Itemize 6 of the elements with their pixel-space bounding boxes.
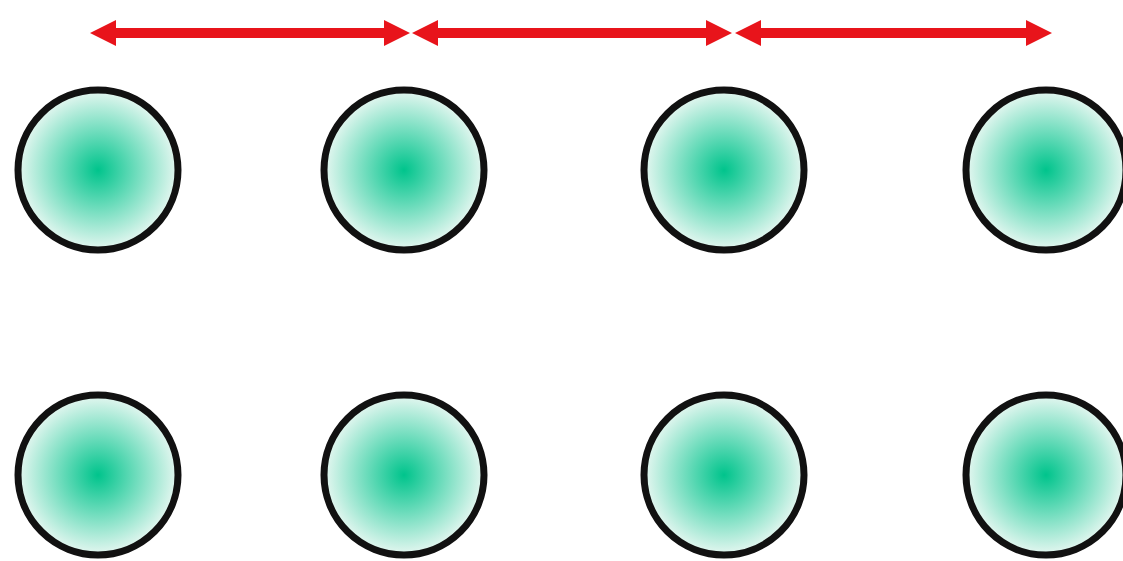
circle <box>14 391 182 559</box>
circle <box>640 86 808 254</box>
circle <box>640 391 808 559</box>
circle <box>320 86 488 254</box>
circle <box>14 86 182 254</box>
circle <box>320 391 488 559</box>
